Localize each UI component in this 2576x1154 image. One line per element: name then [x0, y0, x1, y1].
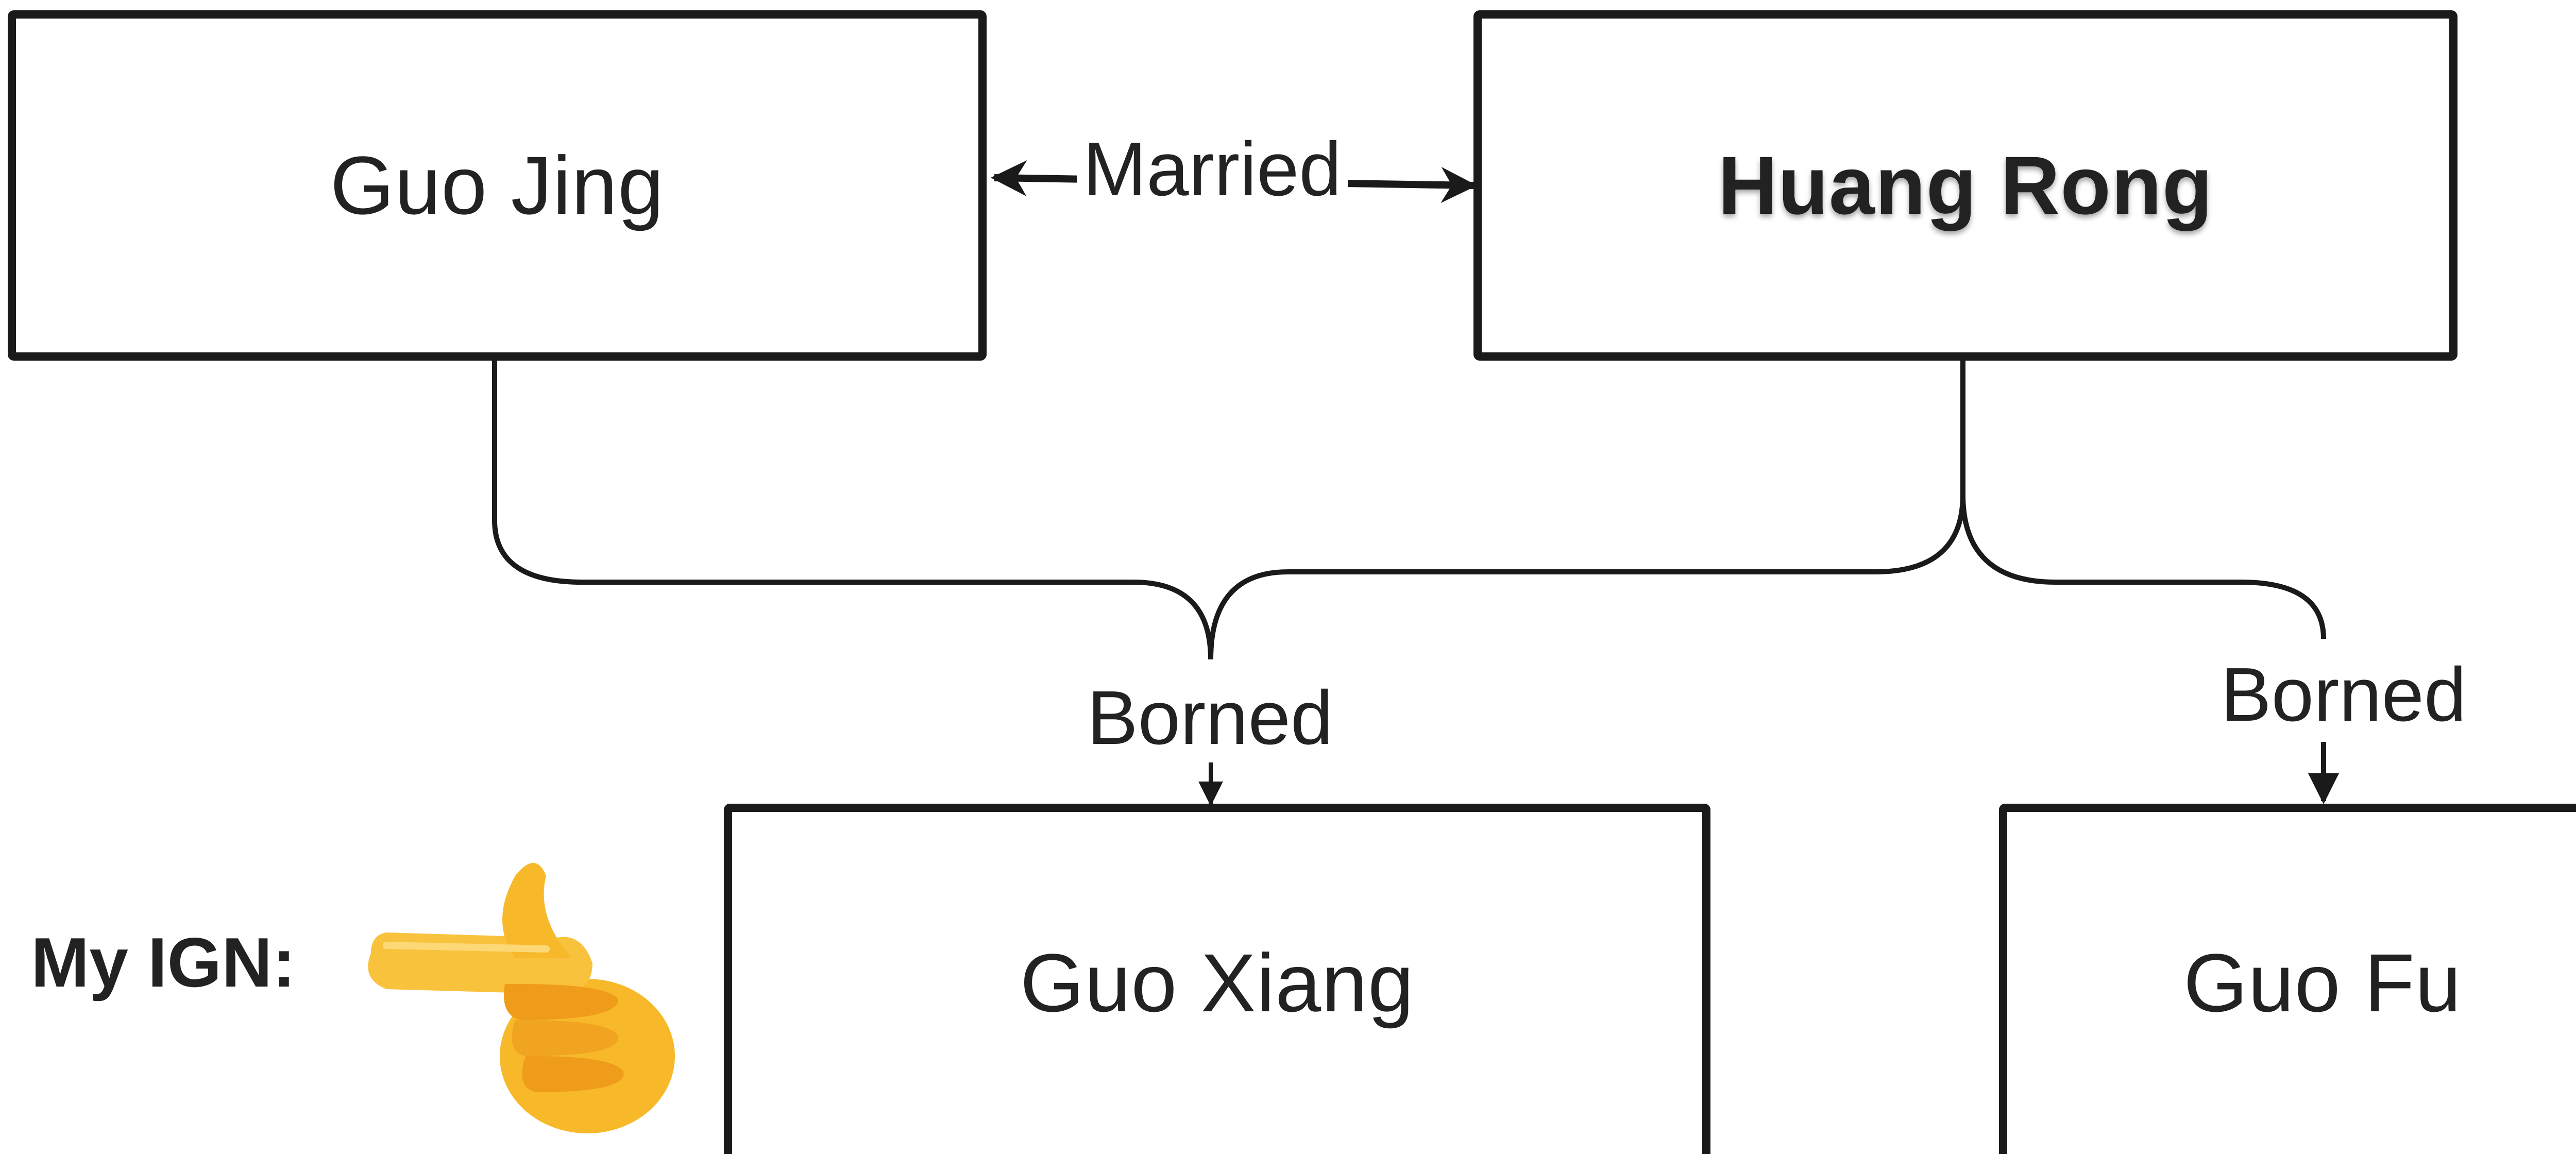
node-label: Guo Jing — [330, 139, 665, 231]
node-huang-rong: Huang Rong — [1473, 10, 2458, 361]
node-label: Huang Rong — [1718, 139, 2213, 231]
edge-label-borned-guo-fu: Borned — [2221, 652, 2467, 737]
node-label: Guo Fu — [2183, 937, 2462, 1029]
guo-fu-parent-line — [1960, 494, 2326, 639]
pointing-hand-icon — [368, 863, 675, 1133]
edge-label-borned-guo-xiang: Borned — [1087, 675, 1333, 760]
guo-jing-parent-line — [492, 361, 1213, 660]
edge-label-married: Married — [1077, 131, 1348, 208]
node-guo-jing: Guo Jing — [8, 10, 987, 361]
node-label: Guo Xiang — [1020, 937, 1415, 1029]
node-guo-xiang: Guo Xiang — [724, 804, 1710, 1154]
huang-rong-parent-line — [1208, 361, 1965, 660]
node-guo-fu: Guo Fu — [1999, 804, 2576, 1154]
ign-label: My IGN: — [31, 923, 296, 1002]
